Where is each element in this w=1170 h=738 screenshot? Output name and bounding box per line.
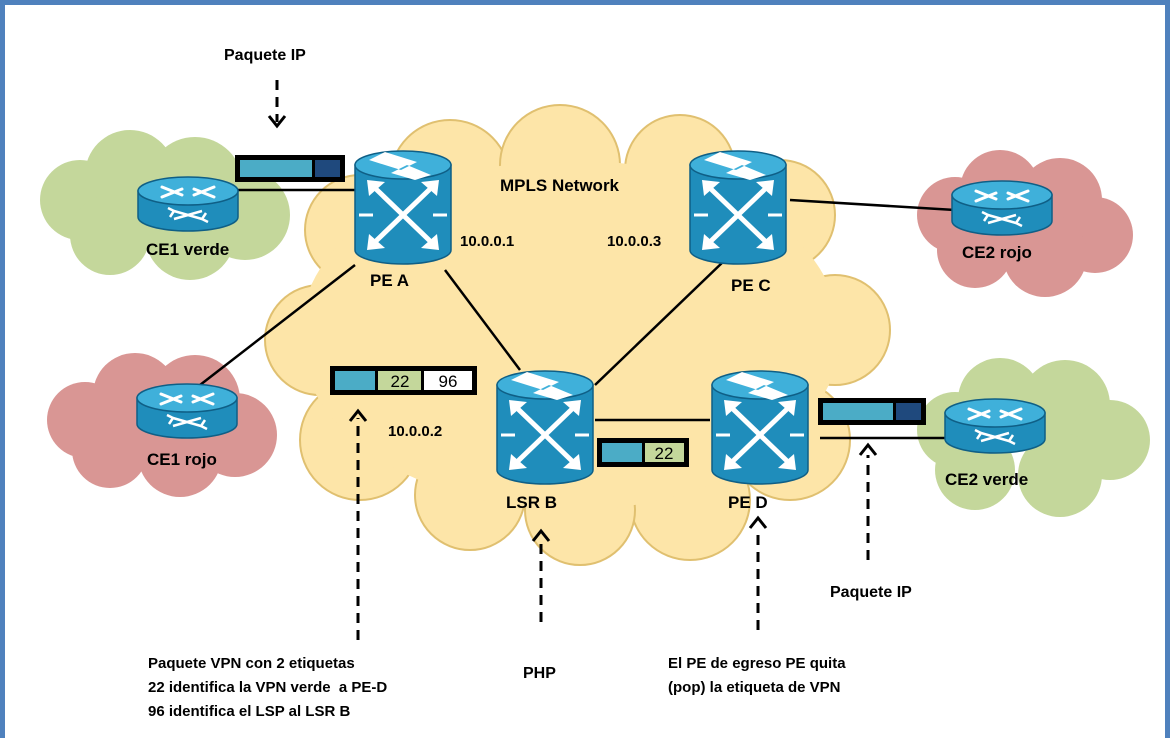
vpn-note-line-2: 22 identifica la VPN verde a PE-D <box>148 679 387 696</box>
label-22-mid-text: 22 <box>655 444 674 463</box>
vpn-note-line-3: 96 identifica el LSP al LSR B <box>148 703 350 720</box>
arrows <box>275 80 870 640</box>
egress-note-line-1: El PE de egreso PE quita <box>668 655 846 672</box>
vpn-note-line-1: Paquete VPN con 2 etiquetas <box>148 655 355 672</box>
packet-vpn-labeled: 22 96 <box>330 366 477 395</box>
pe-a-ip: 10.0.0.1 <box>460 233 514 250</box>
lsr-b-label: LSR B <box>506 493 557 512</box>
link-ce1rojo-pea <box>199 264 356 386</box>
cloud-title: MPLS Network <box>500 176 620 195</box>
link-pea-lsrb <box>444 269 521 371</box>
pe-c-label: PE C <box>731 276 771 295</box>
packet-mid: 22 <box>597 438 689 467</box>
router-ce2-verde <box>943 397 1047 455</box>
router-lsr-b <box>497 371 593 484</box>
router-ce1-verde <box>136 175 240 233</box>
label-22-text: 22 <box>391 372 410 391</box>
packet-ip-top <box>235 155 345 182</box>
ce2-verde-label: CE2 verde <box>945 470 1028 489</box>
ip-packet-top-label: Paquete IP <box>224 47 306 64</box>
packet-ip-right <box>818 398 926 425</box>
pe-a-label: PE A <box>370 271 409 290</box>
egress-note-line-2: (pop) la etiqueta de VPN <box>668 679 841 696</box>
ce1-rojo-label: CE1 rojo <box>147 450 217 469</box>
router-ce1-rojo <box>135 382 239 440</box>
pe-c-ip: 10.0.0.3 <box>607 233 661 250</box>
router-ce2-rojo <box>950 179 1054 237</box>
php-label: PHP <box>523 665 556 682</box>
links <box>199 188 956 440</box>
pe-d-label: PE D <box>728 493 768 512</box>
ce2-rojo-label: CE2 rojo <box>962 243 1032 262</box>
label-96-text: 96 <box>439 372 458 391</box>
lsr-b-ip: 10.0.0.2 <box>388 423 442 440</box>
link-lsrb-pec <box>594 259 726 386</box>
ip-packet-right-label: Paquete IP <box>830 584 912 601</box>
link-pec-ce2rojo <box>789 198 956 212</box>
router-pe-d <box>712 371 808 484</box>
ce1-verde-label: CE1 verde <box>146 240 229 259</box>
router-pe-c <box>690 151 786 264</box>
router-pe-a <box>355 151 451 264</box>
